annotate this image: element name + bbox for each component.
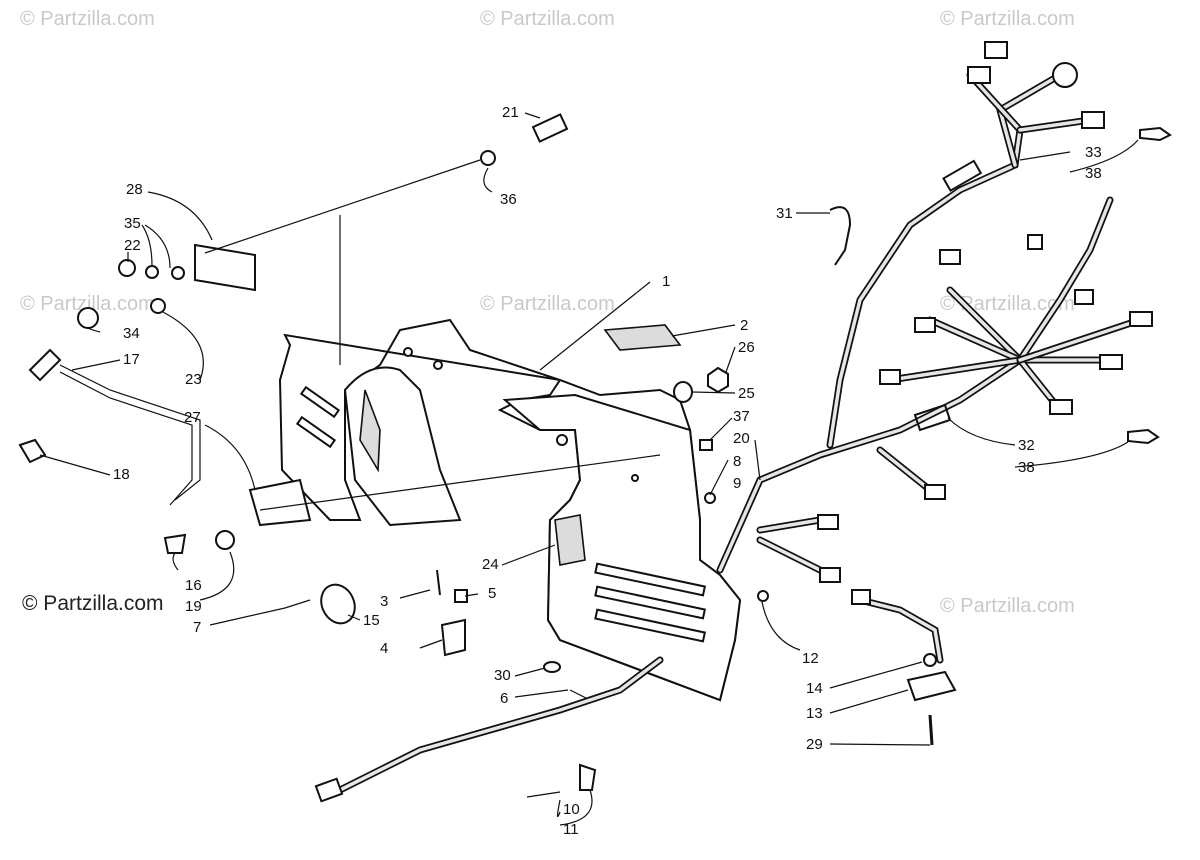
- callout-2: 2: [740, 317, 748, 334]
- callout-4: 4: [380, 640, 388, 657]
- washer-30: [543, 661, 561, 673]
- watermark: © Partzilla.com: [480, 293, 615, 315]
- callout-14: 14: [806, 680, 823, 697]
- plate-15: [320, 583, 356, 625]
- callout-38: 38: [1018, 459, 1035, 476]
- washer-8: [704, 492, 716, 504]
- callout-3: 3: [380, 593, 388, 610]
- screw-7: [284, 599, 311, 609]
- callout-5: 5: [488, 585, 496, 602]
- callout-23: 23: [185, 371, 202, 388]
- callout-8: 8: [733, 453, 741, 470]
- callout-38: 38: [1085, 165, 1102, 182]
- clip-11: [579, 763, 597, 791]
- callout-24: 24: [482, 556, 499, 573]
- callout-25: 25: [738, 385, 755, 402]
- callout-20: 20: [733, 430, 750, 447]
- grommet-12: [757, 590, 769, 602]
- callout-36: 36: [500, 191, 517, 208]
- callout-37: 37: [733, 408, 750, 425]
- console-housing: [278, 318, 742, 702]
- callout-33: 33: [1085, 144, 1102, 161]
- callout-22: 22: [124, 237, 141, 254]
- callout-32: 32: [1018, 437, 1035, 454]
- switch-21: [480, 113, 569, 166]
- callout-30: 30: [494, 667, 511, 684]
- nut-37: [699, 439, 713, 451]
- callout-11: 11: [563, 821, 579, 838]
- bracket-4: [440, 618, 466, 657]
- watermark: © Partzilla.com: [480, 8, 615, 30]
- callout-31: 31: [776, 205, 793, 222]
- callout-10: 10: [563, 801, 580, 818]
- watermark-main: © Partzilla.com: [22, 592, 164, 615]
- relay-13: [851, 589, 957, 746]
- callout-12: 12: [802, 650, 819, 667]
- callout-21: 21: [502, 104, 519, 121]
- clamp-31: [829, 206, 852, 266]
- watermark: © Partzilla.com: [20, 8, 155, 30]
- callout-35: 35: [124, 215, 141, 232]
- watermark: © Partzilla.com: [20, 293, 155, 315]
- terminal-38: [1139, 126, 1172, 142]
- watermark: © Partzilla.com: [940, 8, 1075, 30]
- callout-13: 13: [806, 705, 823, 722]
- bracket-28: [118, 243, 256, 314]
- callout-9: 9: [733, 475, 741, 492]
- callout-19: 19: [185, 598, 202, 615]
- nut-26: [707, 366, 729, 394]
- callout-29: 29: [806, 736, 823, 753]
- callout-26: 26: [738, 339, 755, 356]
- leader-lines: [39, 112, 1139, 826]
- callout-28: 28: [126, 181, 143, 198]
- wire-harness-20: [716, 41, 1153, 583]
- screw-10: [526, 791, 561, 798]
- decal: [603, 324, 682, 351]
- callout-17: 17: [123, 351, 140, 368]
- grommet-25: [673, 381, 693, 403]
- key-switch-17: [18, 307, 201, 506]
- callout-7: 7: [193, 619, 201, 636]
- callout-18: 18: [113, 466, 130, 483]
- bracket-27: [163, 478, 312, 554]
- screw-3: [436, 569, 441, 596]
- callout-6: 6: [500, 690, 508, 707]
- watermark: © Partzilla.com: [940, 595, 1075, 617]
- terminal-38: [1127, 428, 1160, 445]
- callout-15: 15: [363, 612, 380, 629]
- callout-27: 27: [184, 409, 201, 426]
- callout-34: 34: [123, 325, 140, 342]
- callout-16: 16: [185, 577, 202, 594]
- callout-1: 1: [662, 273, 670, 290]
